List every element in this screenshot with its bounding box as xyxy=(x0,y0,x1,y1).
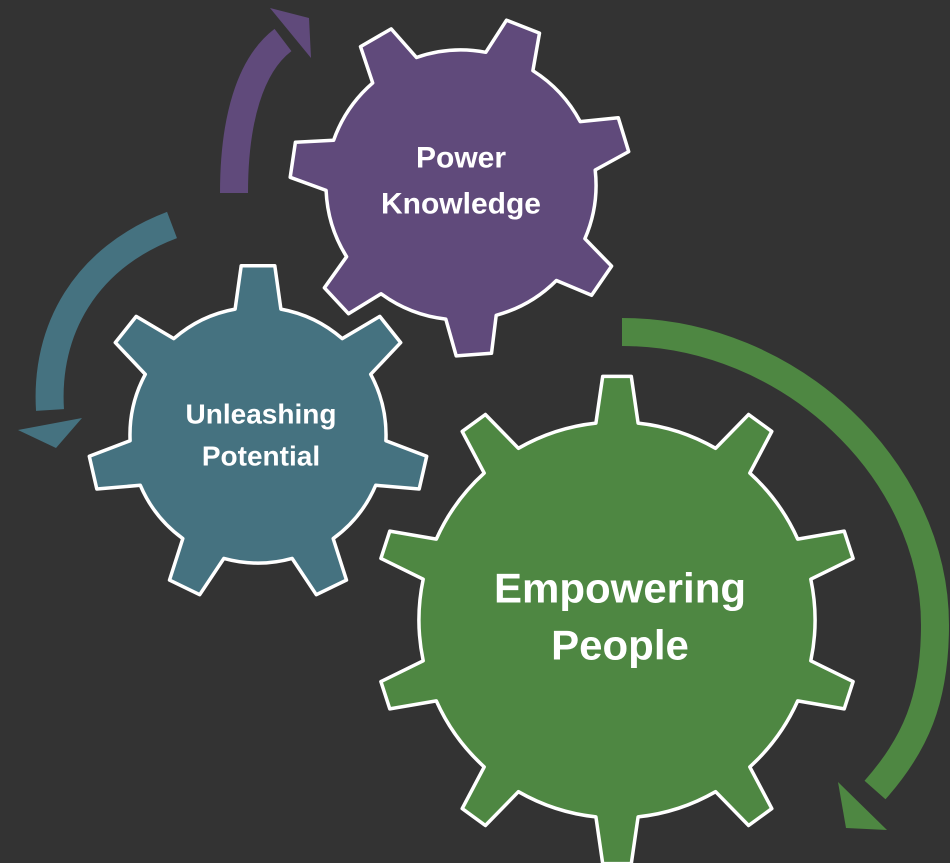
green-curved-arrow xyxy=(621,318,950,830)
teal-arrow-shaft xyxy=(35,211,178,411)
purple-curved-arrow xyxy=(220,8,311,194)
teal-arrowhead xyxy=(18,418,82,448)
green-arrowhead xyxy=(838,782,887,830)
gear-unleashing-potential: Unleashing Potential xyxy=(87,264,429,597)
purple-arrowhead xyxy=(270,8,311,58)
gear-power-knowledge-line-1: Power xyxy=(416,142,506,175)
gear-empowering-people: Empowering People xyxy=(379,374,855,863)
gear-empowering-people-line-1: Empowering xyxy=(494,565,746,612)
gear-unleashing-potential-shape xyxy=(87,264,429,597)
gear-unleashing-potential-line-2: Potential xyxy=(202,441,320,472)
gear-power-knowledge: Power Knowledge xyxy=(288,18,631,358)
gear-unleashing-potential-line-1: Unleashing xyxy=(186,399,337,430)
gear-empowering-people-line-2: People xyxy=(551,622,689,669)
green-arrow-shaft xyxy=(621,318,950,800)
purple-arrow-shaft xyxy=(220,28,292,194)
teal-curved-arrow xyxy=(18,211,178,448)
gear-power-knowledge-shape xyxy=(288,18,631,358)
gear-empowering-people-shape xyxy=(379,374,855,863)
gear-power-knowledge-line-2: Knowledge xyxy=(381,188,541,221)
